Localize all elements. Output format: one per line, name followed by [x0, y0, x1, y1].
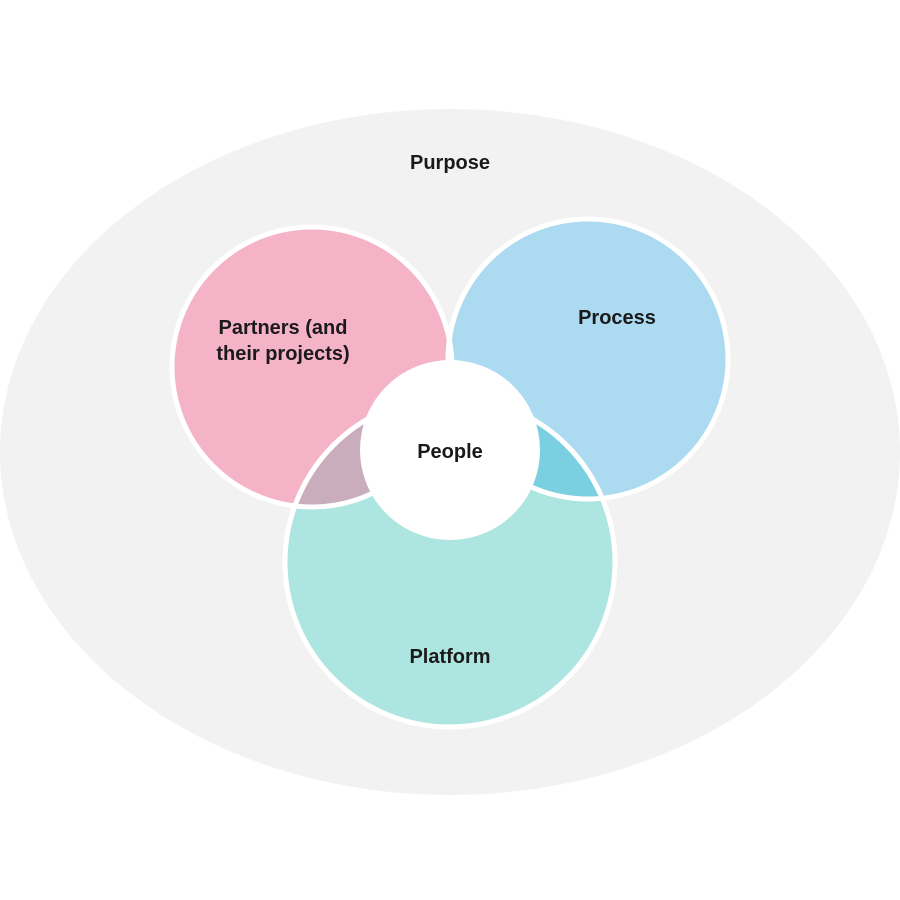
- purpose-label: Purpose: [410, 152, 490, 174]
- people-circle: [360, 360, 540, 540]
- people-label: People: [417, 441, 483, 463]
- platform-label: Platform: [409, 646, 490, 668]
- partners-label-line1: Partners (and: [219, 317, 348, 339]
- process-circle-outline: [445, 216, 731, 502]
- partners-label-line2: their projects): [216, 343, 349, 365]
- process-label: Process: [578, 307, 656, 329]
